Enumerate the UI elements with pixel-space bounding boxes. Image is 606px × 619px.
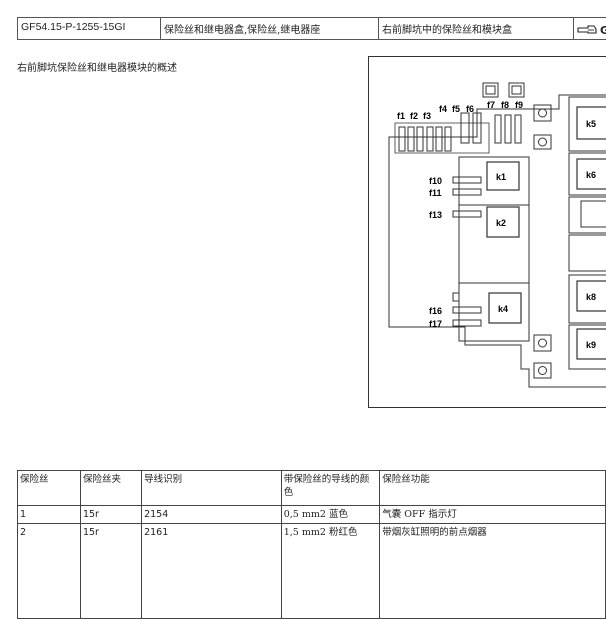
fuse-label-f1: f1 <box>397 111 405 121</box>
nav-label: G <box>600 23 606 37</box>
cell-wire-color: 0,5 mm2 蓝色 <box>280 505 381 524</box>
cell-function: 带烟灰缸照明的前点烟器 <box>379 523 606 619</box>
cell-wire-color: 1,5 mm2 粉红色 <box>280 523 381 619</box>
table-row: 1 15r 2154 0,5 mm2 蓝色 气囊 OFF 指示灯 <box>17 505 606 524</box>
relay-label-k8: k8 <box>586 292 596 302</box>
relay-label-k5: k5 <box>586 119 596 129</box>
fuse-label-f7: f7 <box>487 100 495 110</box>
doc-title: 保险丝和继电器盒,保险丝,继电器座 <box>161 18 379 39</box>
fuse-label-f16: f16 <box>429 306 442 316</box>
fuse-label-f13: f13 <box>429 210 442 220</box>
fuse-label-f6: f6 <box>466 104 474 114</box>
cell-function: 气囊 OFF 指示灯 <box>379 505 606 524</box>
nav-link[interactable]: G <box>574 18 606 39</box>
fuse-label-f11: f11 <box>429 188 442 198</box>
fuse-label-f10: f10 <box>429 176 442 186</box>
cell-fuse-clip: 15r <box>79 505 143 524</box>
fuse-label-f9: f9 <box>515 100 523 110</box>
cell-wire-id: 2154 <box>141 505 282 524</box>
col-header-fuse-clip: 保险丝夹 <box>79 470 143 506</box>
cell-wire-id: 2161 <box>141 523 282 619</box>
cell-fuse-clip: 15r <box>79 523 143 619</box>
cell-fuse: 1 <box>17 505 81 524</box>
relay-label-k9: k9 <box>586 340 596 350</box>
fuse-label-f4: f4 <box>439 104 447 114</box>
header-bar: GF54.15-P-1255-15GI 保险丝和继电器盒,保险丝,继电器座 右前… <box>17 17 606 40</box>
doc-section: 右前脚坑中的保险丝和模块盒 <box>379 18 574 39</box>
table-row: 2 15r 2161 1,5 mm2 粉红色 带烟灰缸照明的前点烟器 <box>17 523 606 619</box>
cell-fuse: 2 <box>17 523 81 619</box>
fuse-label-f8: f8 <box>501 100 509 110</box>
overview-subtitle: 右前脚坑保险丝和继电器模块的概述 <box>17 63 177 74</box>
fuse-label-f2: f2 <box>410 111 418 121</box>
col-header-wire-color: 带保险丝的导线的颜色 <box>280 470 381 506</box>
fuse-box-diagram: f1 f2 f3 f4 f5 f6 f7 f8 f9 k1 k2 f10 f11… <box>368 56 606 408</box>
table-header-row: 保险丝 保险丝夹 导线识别 带保险丝的导线的颜色 保险丝功能 <box>17 470 606 506</box>
col-header-wire-id: 导线识别 <box>141 470 282 506</box>
fuse-label-f3: f3 <box>423 111 431 121</box>
fuse-label-f5: f5 <box>452 104 460 114</box>
relay-label-k1: k1 <box>496 172 506 182</box>
relay-label-k4: k4 <box>498 304 508 314</box>
fuse-slots-left <box>398 112 522 152</box>
relay-label-k2: k2 <box>496 218 506 228</box>
hand-pointer-icon <box>577 25 597 34</box>
relay-label-k6: k6 <box>586 170 596 180</box>
fuse-table: 保险丝 保险丝夹 导线识别 带保险丝的导线的颜色 保险丝功能 1 15r 215… <box>17 470 606 619</box>
doc-id: GF54.15-P-1255-15GI <box>18 18 161 39</box>
col-header-function: 保险丝功能 <box>379 470 606 506</box>
col-header-fuse: 保险丝 <box>17 470 81 506</box>
fuse-label-f17: f17 <box>429 319 442 329</box>
